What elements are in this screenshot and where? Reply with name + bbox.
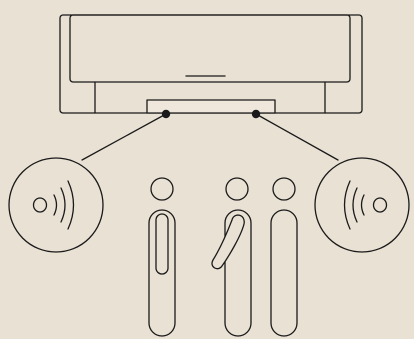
connector-line-right <box>255 113 339 161</box>
wave-arc-right-1 <box>360 194 365 216</box>
air-conditioner-icon <box>59 14 363 114</box>
person-2-arm <box>211 214 245 270</box>
wave-arc-right-3 <box>343 180 351 230</box>
sensor-dot-left <box>161 109 171 119</box>
person-1-arm <box>155 213 169 275</box>
wave-arc-left-1 <box>53 194 58 216</box>
ac-sensor-bar <box>146 99 276 114</box>
person-icon <box>148 177 176 337</box>
wave-source-right <box>372 197 388 213</box>
wave-source-left <box>32 197 48 213</box>
sound-wave-left-icon <box>8 157 104 253</box>
person-1-body <box>148 209 176 337</box>
person-1-head <box>150 177 174 201</box>
sensor-circle-right <box>314 157 410 253</box>
wave-arc-left-2 <box>60 187 66 223</box>
person-3-head <box>272 177 296 201</box>
person-3-body <box>270 209 298 337</box>
sensor-circle-left <box>8 157 104 253</box>
person-2-head <box>225 177 249 201</box>
person-2-body <box>224 209 252 337</box>
connector-line-left <box>81 113 167 161</box>
wave-arc-right-2 <box>352 187 358 223</box>
sensor-dot-right <box>251 109 261 119</box>
person-icon <box>270 177 298 337</box>
wave-arc-left-3 <box>67 180 75 230</box>
ac-outer-body <box>59 14 363 114</box>
ac-front-panel <box>69 14 351 83</box>
person-icon <box>211 177 252 337</box>
sound-wave-right-icon <box>314 157 410 253</box>
